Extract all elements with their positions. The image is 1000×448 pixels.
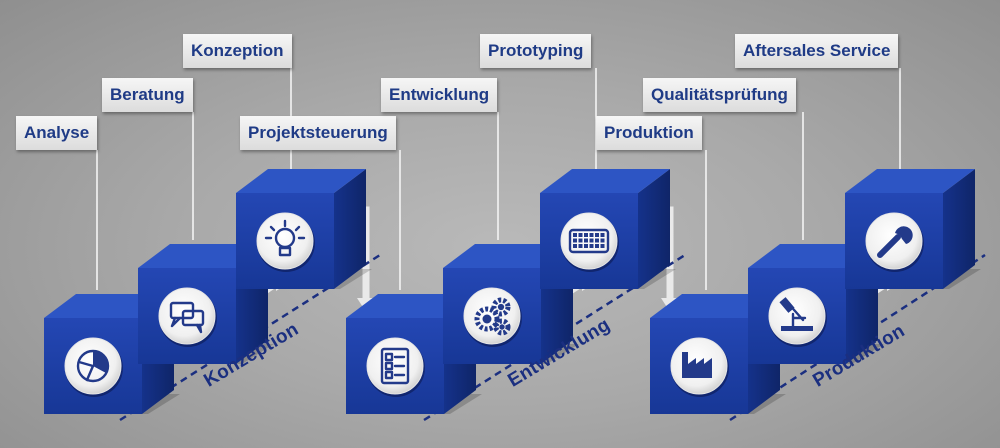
- label-aftersales-service: Aftersales Service: [735, 34, 899, 68]
- pie-chart-icon: [76, 349, 110, 383]
- label-qualitaetspruefung: Qualitätsprüfung: [643, 78, 796, 112]
- process-cube: [236, 169, 372, 289]
- label-analyse: Analyse: [16, 116, 98, 150]
- gears-icon: [474, 297, 511, 336]
- microscope-icon: [779, 297, 813, 331]
- factory-icon: [682, 352, 712, 378]
- keyboard-icon: [568, 228, 610, 254]
- checklist-icon: [380, 347, 410, 385]
- process-cube: [845, 169, 981, 289]
- label-konzeption: Konzeption: [183, 34, 292, 68]
- label-entwicklung: Entwicklung: [381, 78, 498, 112]
- label-prototyping: Prototyping: [480, 34, 592, 68]
- process-cube: [540, 169, 676, 289]
- wrench-icon: [877, 226, 913, 258]
- label-beratung: Beratung: [102, 78, 193, 112]
- process-cube: [748, 244, 884, 364]
- speech-bubbles-icon: [169, 301, 205, 334]
- label-projektsteuerung: Projektsteuerung: [240, 116, 396, 150]
- label-produktion: Produktion: [596, 116, 702, 150]
- lightbulb-icon: [264, 219, 306, 257]
